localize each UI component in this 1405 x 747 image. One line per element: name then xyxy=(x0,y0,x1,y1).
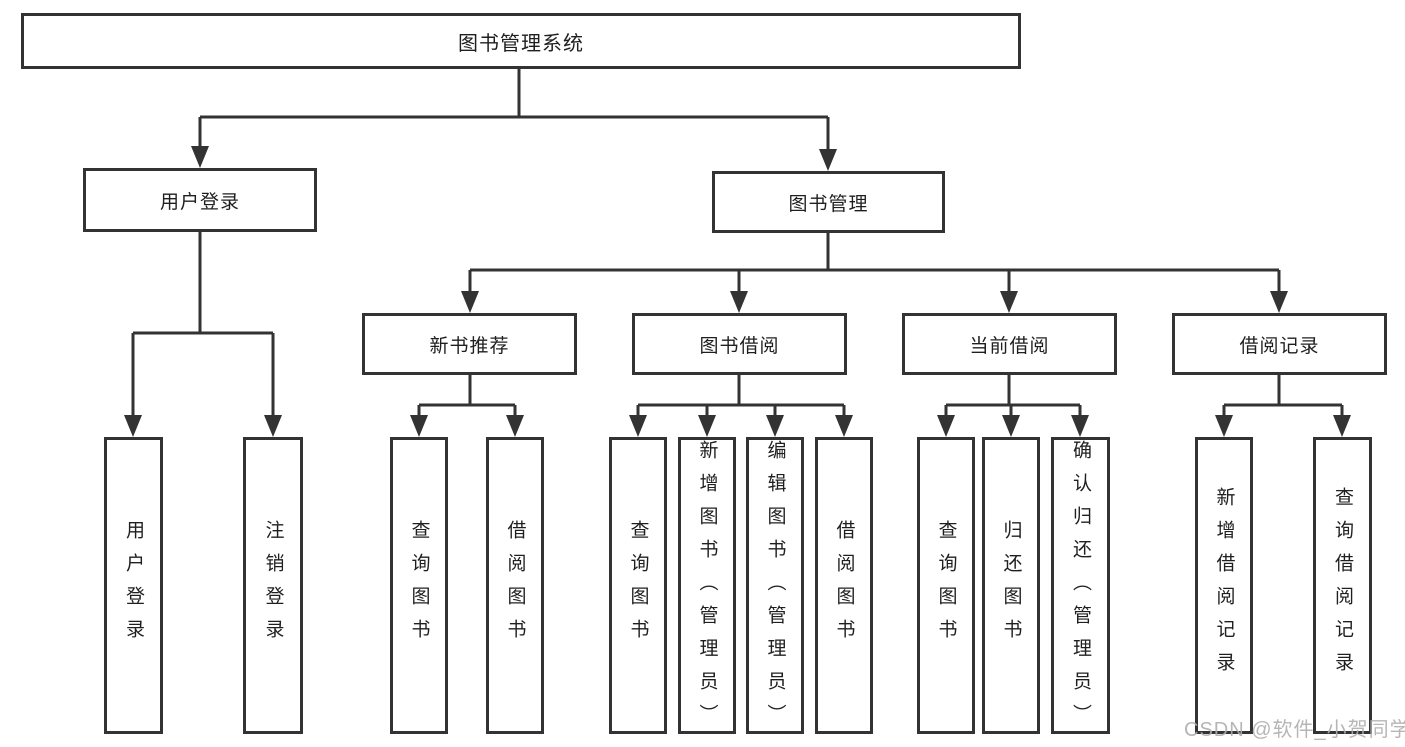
leaf-edit-books-admin: 编辑图书（管理员） xyxy=(746,437,804,737)
leaf-user-login: 用户登录 xyxy=(104,437,163,734)
leaf-query-books-borrow: 查询图书 xyxy=(609,437,667,734)
leaf-return-books: 归还图书 xyxy=(982,437,1040,734)
node-new-book-recommend: 新书推荐 xyxy=(362,313,577,375)
node-root-system: 图书管理系统 xyxy=(21,13,1021,69)
leaf-query-books-current: 查询图书 xyxy=(917,437,975,734)
leaf-borrow-books-recommend: 借阅图书 xyxy=(486,437,544,734)
node-current-borrow: 当前借阅 xyxy=(902,313,1117,375)
csdn-watermark: CSDN @软件_小贺同学 xyxy=(1184,719,1405,741)
leaf-add-books-admin: 新增图书（管理员） xyxy=(678,437,736,737)
leaf-query-borrow-record: 查询借阅记录 xyxy=(1313,437,1372,734)
leaf-confirm-return-admin: 确认归还（管理员） xyxy=(1051,437,1110,737)
node-book-management-branch: 图书管理 xyxy=(712,171,945,233)
node-book-borrow: 图书借阅 xyxy=(632,313,847,375)
arrowheads xyxy=(124,146,1351,437)
leaf-query-books-recommend: 查询图书 xyxy=(390,437,448,734)
node-user-login-branch: 用户登录 xyxy=(83,168,317,232)
leaf-borrow-books: 借阅图书 xyxy=(815,437,873,734)
leaf-add-borrow-record: 新增借阅记录 xyxy=(1195,437,1253,734)
node-borrow-record: 借阅记录 xyxy=(1172,313,1387,375)
leaf-logout: 注销登录 xyxy=(243,437,303,734)
